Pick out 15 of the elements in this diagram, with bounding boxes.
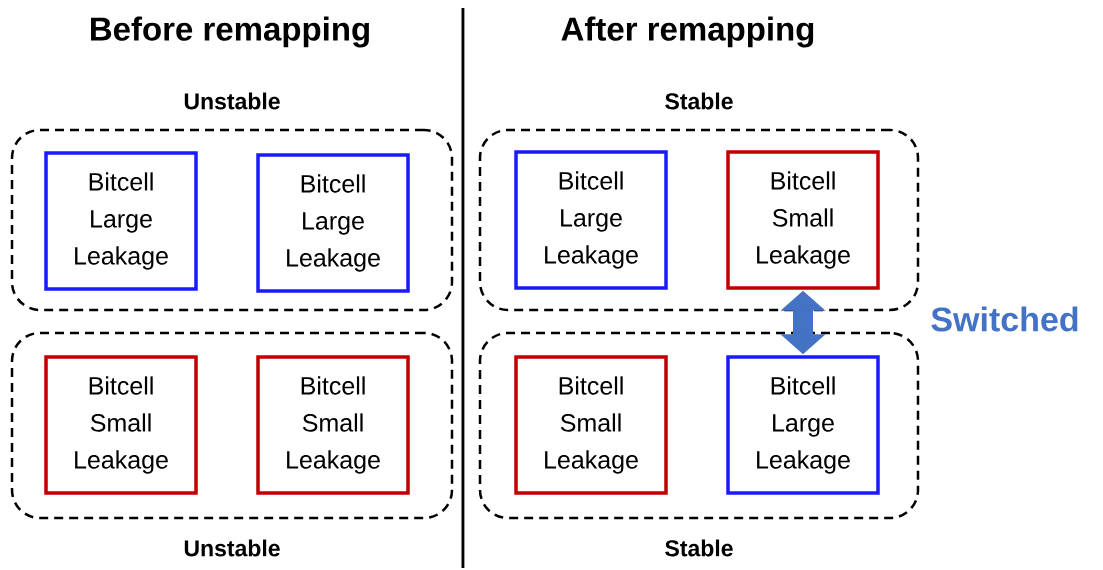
panel-title: Before remapping: [91, 16, 369, 48]
bitcell-box: Bitcell Small Leakage: [726, 150, 880, 290]
bitcell-box: Bitcell Large Leakage: [514, 150, 668, 290]
panel-title: After remapping: [561, 16, 814, 48]
bitcell-box: Bitcell Small Leakage: [514, 355, 668, 495]
group-heading: Unstable: [184, 92, 280, 110]
bitcell-box: Bitcell Large Leakage: [726, 355, 880, 495]
group-heading: Stable: [665, 92, 733, 110]
edge-label: Switched: [931, 306, 1078, 332]
bitcell-box: Bitcell Small Leakage: [44, 355, 198, 495]
bitcell-box: Bitcell Large Leakage: [256, 153, 410, 293]
group-heading: Unstable: [184, 539, 280, 557]
bitcell-box: Bitcell Small Leakage: [256, 355, 410, 495]
group-heading: Stable: [665, 539, 733, 557]
bitcell-box: Bitcell Large Leakage: [44, 151, 198, 291]
